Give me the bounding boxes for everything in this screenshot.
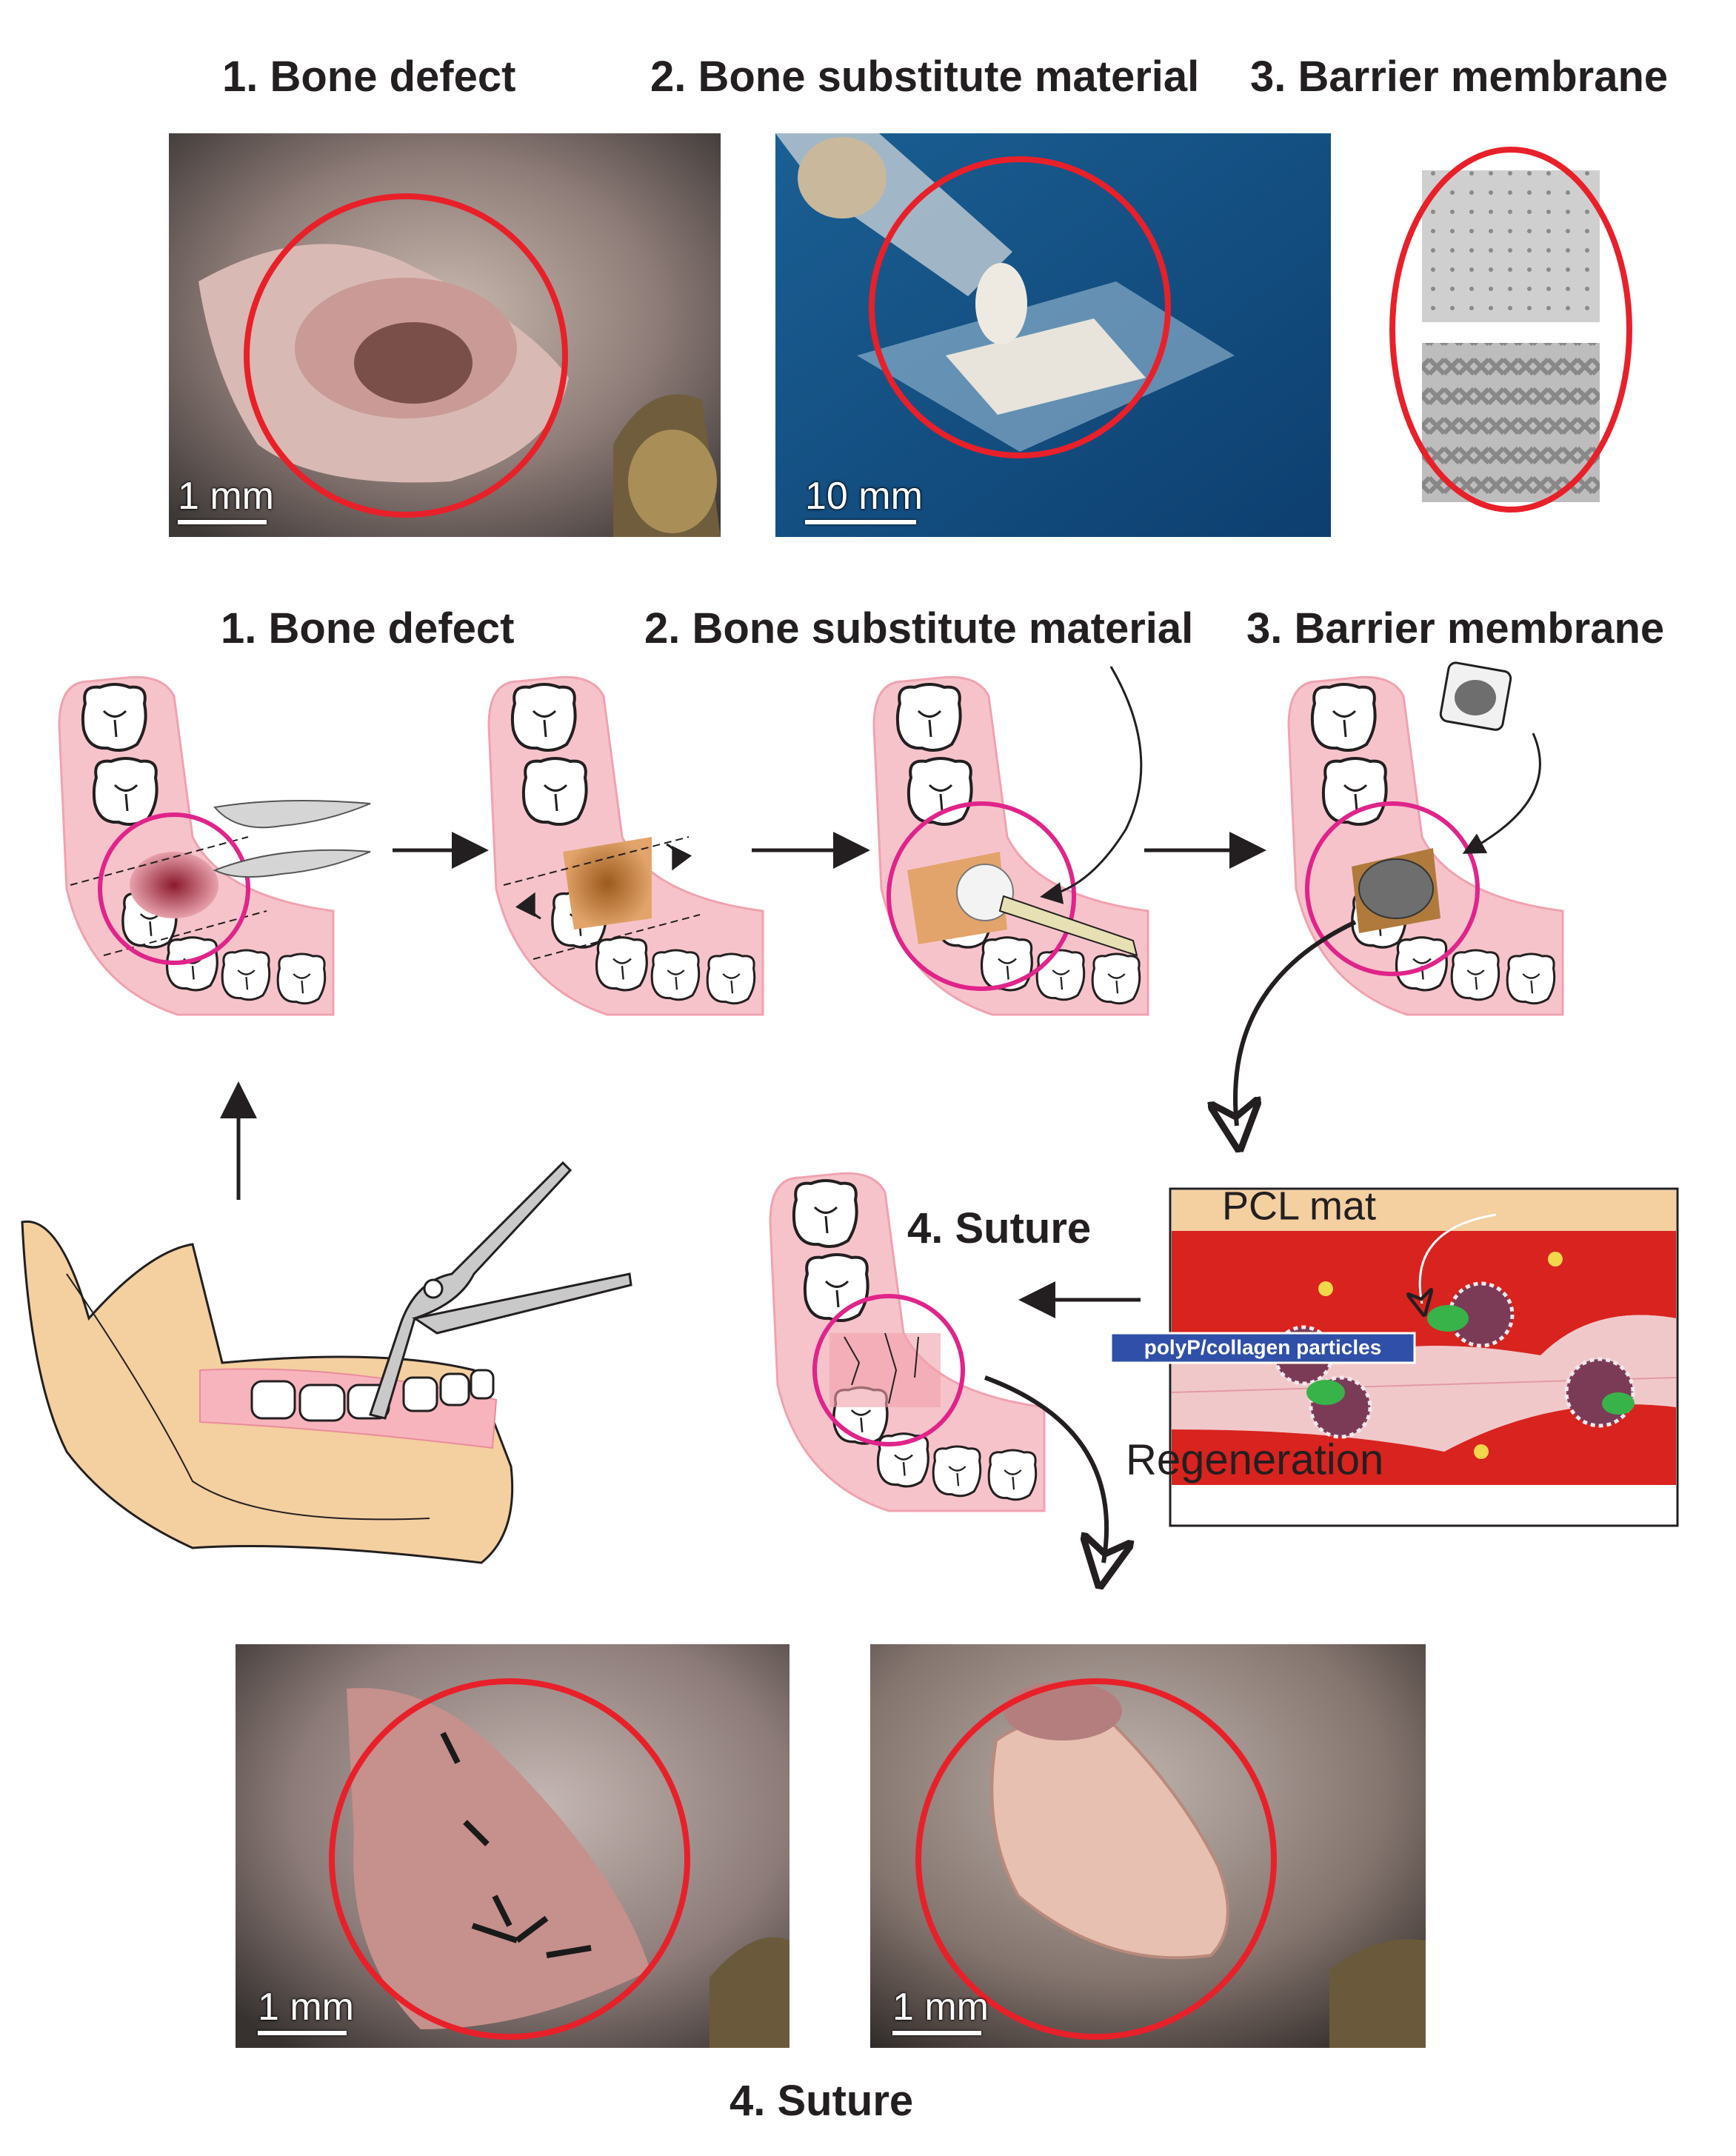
scale-bar-label: 1 mm <box>892 1986 989 2029</box>
photo-suture: 1 mm <box>236 1644 789 2048</box>
inset-particles-label: polyP/collagen particles <box>1144 1335 1382 1358</box>
photo-bone-substitute: 10 mm <box>775 133 1331 537</box>
inset-pcl-mat-label: PCL mat <box>1222 1184 1376 1228</box>
photo-bone-defect-drawing <box>169 133 721 537</box>
scale-bar-photo-suture: 1 mm <box>258 1985 354 2035</box>
scale-bar-photo2: 10 mm <box>805 474 923 524</box>
panel-bone-defect <box>59 677 371 1015</box>
scale-bar-label: 10 mm <box>805 475 923 518</box>
scale-bar-photo-regenerated: 1 mm <box>892 1985 989 2035</box>
panel-barrier-membrane <box>1235 661 1563 1126</box>
mid-label-suture: 4. Suture <box>907 1204 1092 1252</box>
top-label-bone-substitute: 2. Bone substitute material <box>650 53 1200 101</box>
photo-regenerated: 1 mm <box>870 1644 1426 2048</box>
top-label-bone-defect: 1. Bone defect <box>222 53 516 101</box>
photo-barrier-membrane-drawing <box>1389 147 1632 513</box>
jaw-illustration <box>21 1161 632 1564</box>
scale-bar-label: 1 mm <box>258 1986 354 2029</box>
photo-regenerated-drawing <box>870 1644 1426 2048</box>
mid-label-bone-substitute: 2. Bone substitute material <box>644 604 1194 653</box>
mid-label-bone-defect: 1. Bone defect <box>221 604 515 653</box>
regeneration-inset: PCL mat polyP/collagen particles Regener… <box>1109 1184 1679 1527</box>
panel-suture <box>770 1173 1106 1563</box>
inset-regeneration-label: Regeneration <box>1126 1435 1383 1483</box>
photo-bone-substitute-drawing <box>775 133 1331 537</box>
scale-bar-label: 1 mm <box>178 475 274 518</box>
panel-flap-opened <box>489 677 763 1015</box>
photo-suture-drawing <box>236 1644 789 2048</box>
panel-bone-substitute <box>874 666 1148 1015</box>
top-label-barrier-membrane: 3. Barrier membrane <box>1250 53 1669 101</box>
bottom-label-suture: 4. Suture <box>730 2077 914 2125</box>
scale-bar-photo1: 1 mm <box>178 474 274 524</box>
photo-barrier-membrane <box>1385 144 1637 515</box>
photo-bone-defect: 1 mm <box>169 133 721 537</box>
mid-label-barrier-membrane: 3. Barrier membrane <box>1246 604 1665 653</box>
